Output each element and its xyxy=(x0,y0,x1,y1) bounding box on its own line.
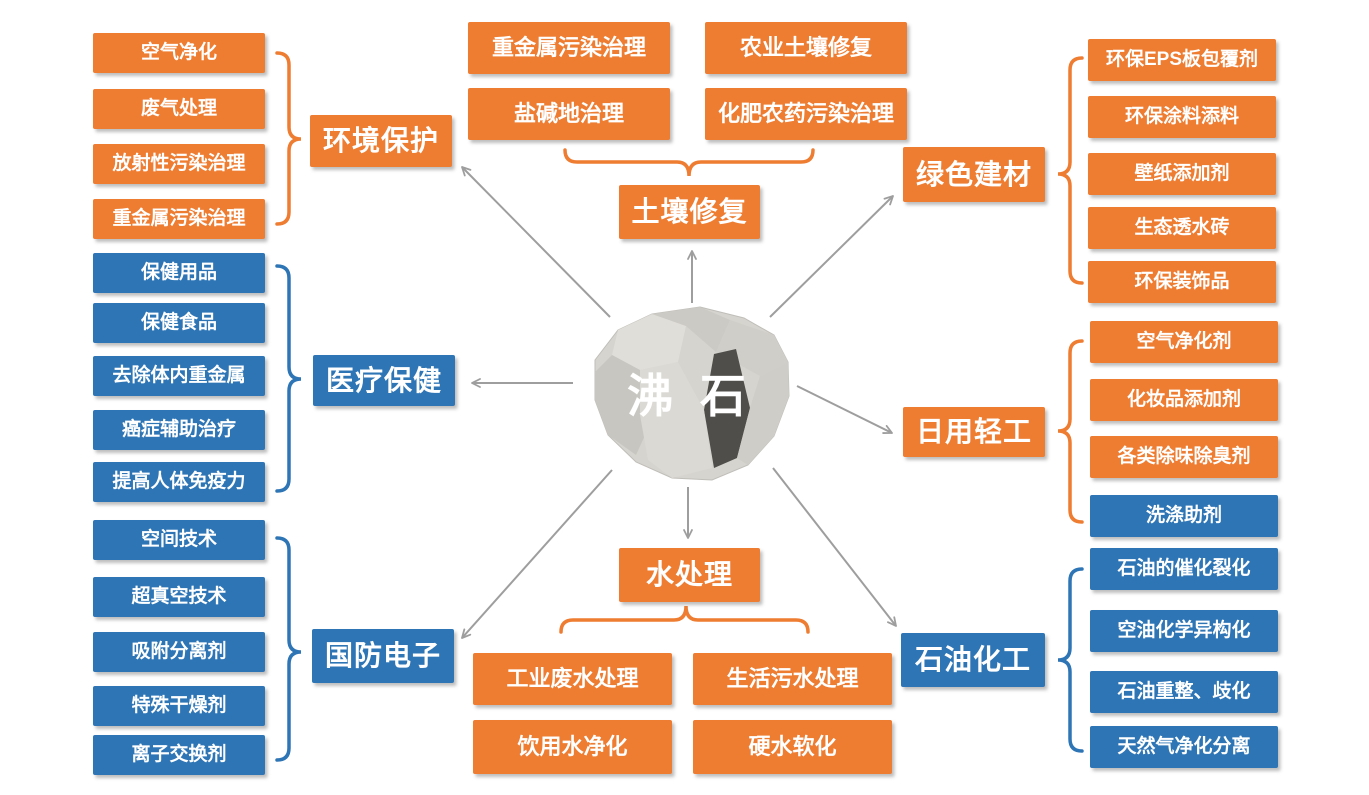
item-agricultural-soil-remediation: 农业土壤修复 xyxy=(705,22,907,74)
item-health-products: 保健用品 xyxy=(93,253,265,293)
item-domestic-sewage-treatment: 生活污水处理 xyxy=(693,653,892,705)
item-boost-immunity: 提高人体免疫力 xyxy=(93,462,265,502)
arrow-to-building xyxy=(769,195,894,318)
item-fertilizer-pesticide-pollution-control: 化肥农药污染治理 xyxy=(705,88,907,140)
item-ion-exchanger: 离子交换剂 xyxy=(93,735,265,775)
item-natural-gas-purification-separation: 天然气净化分离 xyxy=(1090,726,1278,768)
category-soil-remediation: 土壤修复 xyxy=(619,185,760,239)
brace-environment xyxy=(275,51,302,226)
brace-petro xyxy=(1057,567,1084,753)
item-detergent-builder: 洗涤助剂 xyxy=(1090,495,1278,537)
brace-soil xyxy=(563,148,815,177)
item-saline-alkali-land-treatment: 盐碱地治理 xyxy=(468,88,670,140)
center-zeolite-label: 沸 石 xyxy=(627,370,753,422)
category-defense-electronics: 国防电子 xyxy=(312,629,454,683)
arrow-to-environment xyxy=(461,166,611,318)
brace-defense xyxy=(275,536,302,762)
item-adsorption-separation-agent: 吸附分离剂 xyxy=(93,632,265,672)
item-oil-chemical-isomerization: 空油化学异构化 xyxy=(1090,610,1278,652)
item-eco-permeable-brick: 生态透水砖 xyxy=(1088,207,1276,249)
item-heavy-metal-pollution-control-left: 重金属污染治理 xyxy=(93,199,265,239)
item-ultra-vacuum-technology: 超真空技术 xyxy=(93,577,265,617)
item-air-purification: 空气净化 xyxy=(93,33,265,73)
arrow-to-daily xyxy=(796,385,893,434)
arrow-to-defense xyxy=(461,469,613,639)
category-environmental-protection: 环境保护 xyxy=(310,115,452,167)
zeolite-rock-image xyxy=(594,306,790,481)
item-radioactive-pollution-control: 放射性污染治理 xyxy=(93,144,265,184)
item-eco-decorations: 环保装饰品 xyxy=(1088,261,1276,303)
radial-arrows xyxy=(461,166,897,639)
item-petroleum-catalytic-cracking: 石油的催化裂化 xyxy=(1090,548,1278,590)
brace-water xyxy=(559,605,810,634)
item-drinking-water-purification: 饮用水净化 xyxy=(473,720,672,774)
item-eco-paint-additive: 环保涂料添料 xyxy=(1088,96,1276,138)
category-water-treatment: 水处理 xyxy=(619,548,760,602)
item-industrial-wastewater-treatment: 工业废水处理 xyxy=(473,653,672,705)
item-health-food: 保健食品 xyxy=(93,303,265,343)
item-waste-gas-treatment: 废气处理 xyxy=(93,89,265,129)
item-heavy-metal-pollution-control-top: 重金属污染治理 xyxy=(468,22,670,74)
item-cancer-adjuvant-therapy: 癌症辅助治疗 xyxy=(93,410,265,450)
brace-daily xyxy=(1057,339,1084,524)
category-medical-health: 医疗保健 xyxy=(313,355,455,406)
item-air-purifying-agent: 空气净化剂 xyxy=(1090,321,1278,363)
item-wallpaper-additive: 壁纸添加剂 xyxy=(1088,153,1276,195)
item-space-technology: 空间技术 xyxy=(93,520,265,560)
brace-medical xyxy=(275,264,302,493)
item-remove-body-heavy-metals: 去除体内重金属 xyxy=(93,356,265,396)
category-daily-light-industry: 日用轻工 xyxy=(903,407,1045,457)
category-green-building-materials: 绿色建材 xyxy=(903,147,1045,202)
item-petroleum-reforming-disproportionation: 石油重整、歧化 xyxy=(1090,671,1278,713)
item-deodorizing-agents: 各类除味除臭剂 xyxy=(1090,436,1278,478)
item-hard-water-softening: 硬水软化 xyxy=(693,720,892,774)
item-cosmetics-additive: 化妆品添加剂 xyxy=(1090,379,1278,421)
category-petrochemical: 石油化工 xyxy=(901,633,1045,687)
brace-building xyxy=(1057,56,1084,285)
item-eps-board-coating-agent: 环保EPS板包覆剂 xyxy=(1088,39,1276,81)
item-special-desiccant: 特殊干燥剂 xyxy=(93,686,265,726)
arrow-to-petro xyxy=(772,467,897,627)
